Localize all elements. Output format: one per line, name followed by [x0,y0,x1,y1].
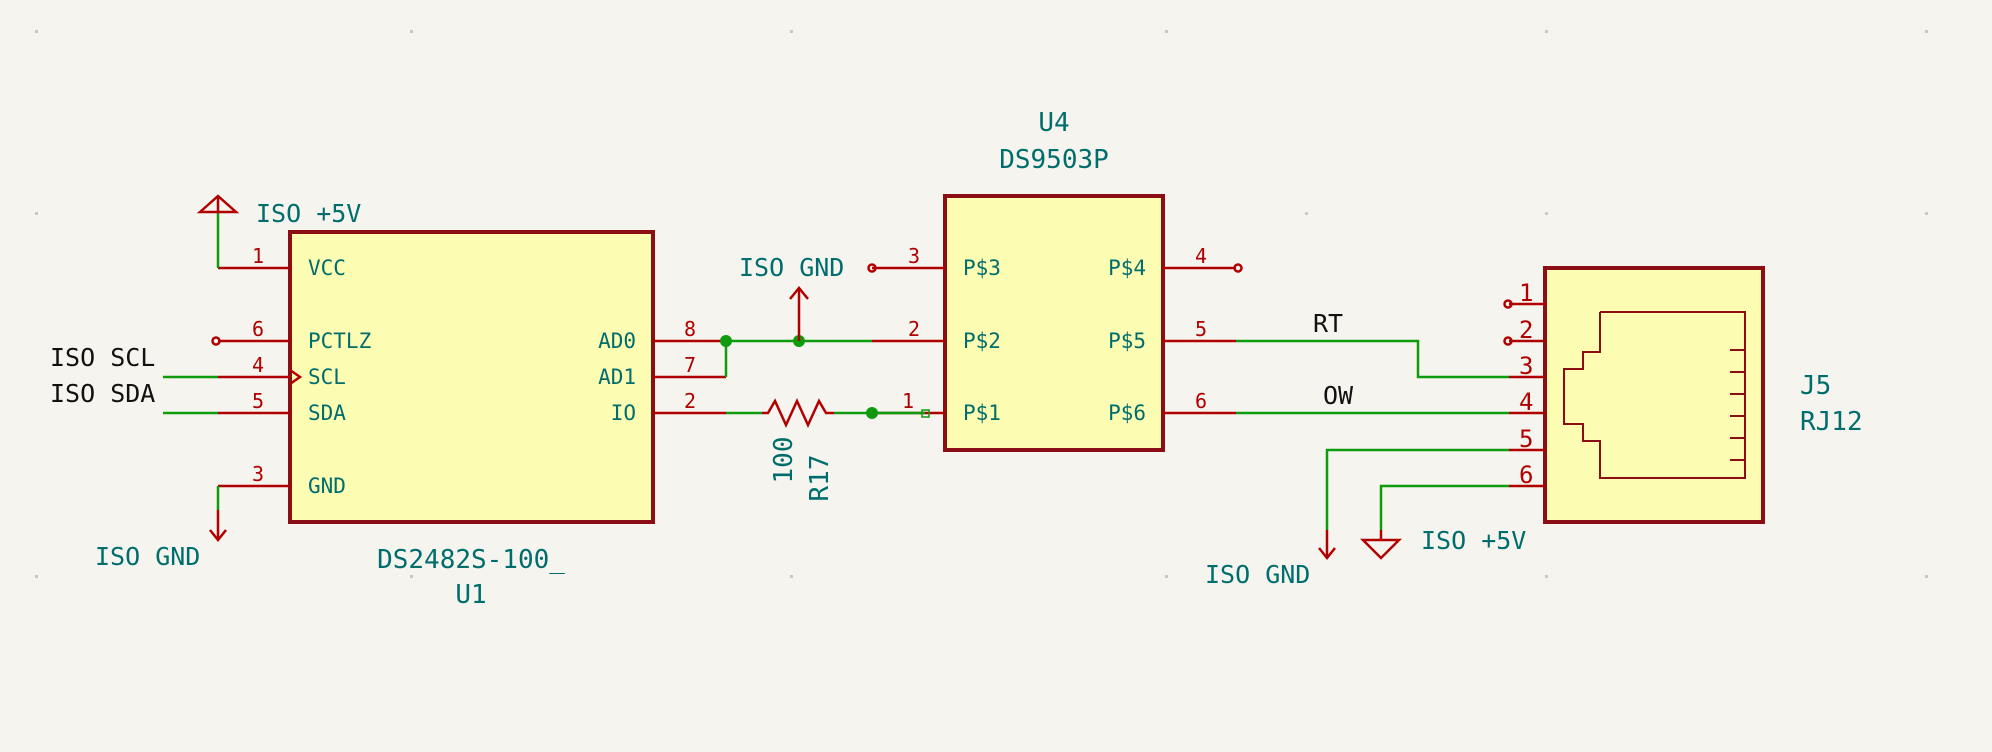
r17-reference: R17 [805,455,835,502]
power-label: ISO GND [1205,560,1310,589]
net-label: ISO SDA [50,379,155,408]
u4-pin-number: 3 [908,244,920,268]
j5-value: RJ12 [1800,407,1863,437]
net-ow[interactable]: OW [1236,381,1509,415]
u4-reference: U4 [1038,108,1069,138]
u1-pin-number: 2 [684,389,696,413]
u1-value: DS2482S-100_ [377,545,565,575]
power-symbol-u4-gnd[interactable]: ISO GND [739,253,844,341]
j5-pin-number: 3 [1519,352,1533,380]
power-symbol-u1-vcc[interactable]: ISO +5V [196,194,361,268]
u1-pin-number: 3 [252,462,264,486]
connector-j5[interactable]: 1 2 3 4 5 6 J5 RJ12 [1503,266,1863,524]
net-scl[interactable]: ISO SCL [50,343,218,379]
j5-body[interactable] [1543,266,1765,524]
u1-pin-number: 7 [684,353,696,377]
net-rt[interactable]: RT [1236,309,1509,379]
u4-pin-name: P$1 [963,401,1001,425]
j5-reference: J5 [1800,371,1831,401]
net-label: ISO SCL [50,343,155,372]
u1-pin-number: 5 [252,389,264,413]
power-symbol-u1-gnd[interactable]: ISO GND [95,486,227,571]
u1-pin-number: 8 [684,317,696,341]
j5-pin-number: 4 [1519,388,1533,416]
power-symbol-j5-vcc[interactable]: ISO +5V [1359,484,1526,560]
u1-pin-number: 6 [252,317,264,341]
u4-pin-name: P$5 [1108,329,1146,353]
j5-pin-number: 6 [1519,461,1533,489]
u4-pin-number: 6 [1195,389,1207,413]
u1-reference: U1 [455,580,486,610]
power-label: ISO GND [739,253,844,282]
u1-pin-name: IO [611,401,636,425]
resistor-r17[interactable]: 100 R17 [726,397,878,502]
u1-pin-number: 1 [252,244,264,268]
u4-pin-number: 1 [902,389,914,413]
u1-pin-name: GND [308,474,346,498]
j5-pin-number: 2 [1519,316,1533,344]
component-u4[interactable]: 3 2 1 4 5 6 P$3 P$2 P$1 P$4 P$5 P$6 U4 D… [867,108,1243,452]
u4-pin-number: 4 [1195,244,1207,268]
u4-pin-name: P$2 [963,329,1001,353]
u4-pin-number: 5 [1195,317,1207,341]
power-label: ISO +5V [256,199,361,228]
j5-pin-number: 5 [1519,425,1533,453]
u4-body[interactable] [943,194,1165,452]
power-symbol-j5-gnd[interactable]: ISO GND [1205,448,1509,589]
u1-body[interactable] [288,230,655,524]
power-label: ISO GND [95,542,200,571]
j5-pin-number: 1 [1519,279,1533,307]
net-sda[interactable]: ISO SDA [50,379,218,415]
u1-pin-number: 4 [252,353,264,377]
u1-pin-name: SDA [308,401,346,425]
r17-value: 100 [769,437,799,484]
u1-pin-name: AD0 [598,329,636,353]
u4-pin-number: 2 [908,317,920,341]
net-label: RT [1313,309,1343,338]
u1-pin-name: VCC [308,256,346,280]
u1-pin-name: PCTLZ [308,329,371,353]
grid [35,30,1928,578]
u1-pin-name: SCL [308,365,346,389]
u4-pin-name: P$3 [963,256,1001,280]
net-ad0-ad1[interactable] [720,335,872,377]
power-label: ISO +5V [1421,526,1526,555]
component-u1[interactable]: 1 6 4 5 3 8 7 2 VCC PCTLZ SCL SDA GND AD… [211,230,727,610]
u4-pin-name: P$6 [1108,401,1146,425]
u1-pin-name: AD1 [598,365,636,389]
net-label: OW [1323,381,1354,410]
u4-value: DS9503P [999,145,1109,175]
u4-pin-name: P$4 [1108,256,1146,280]
